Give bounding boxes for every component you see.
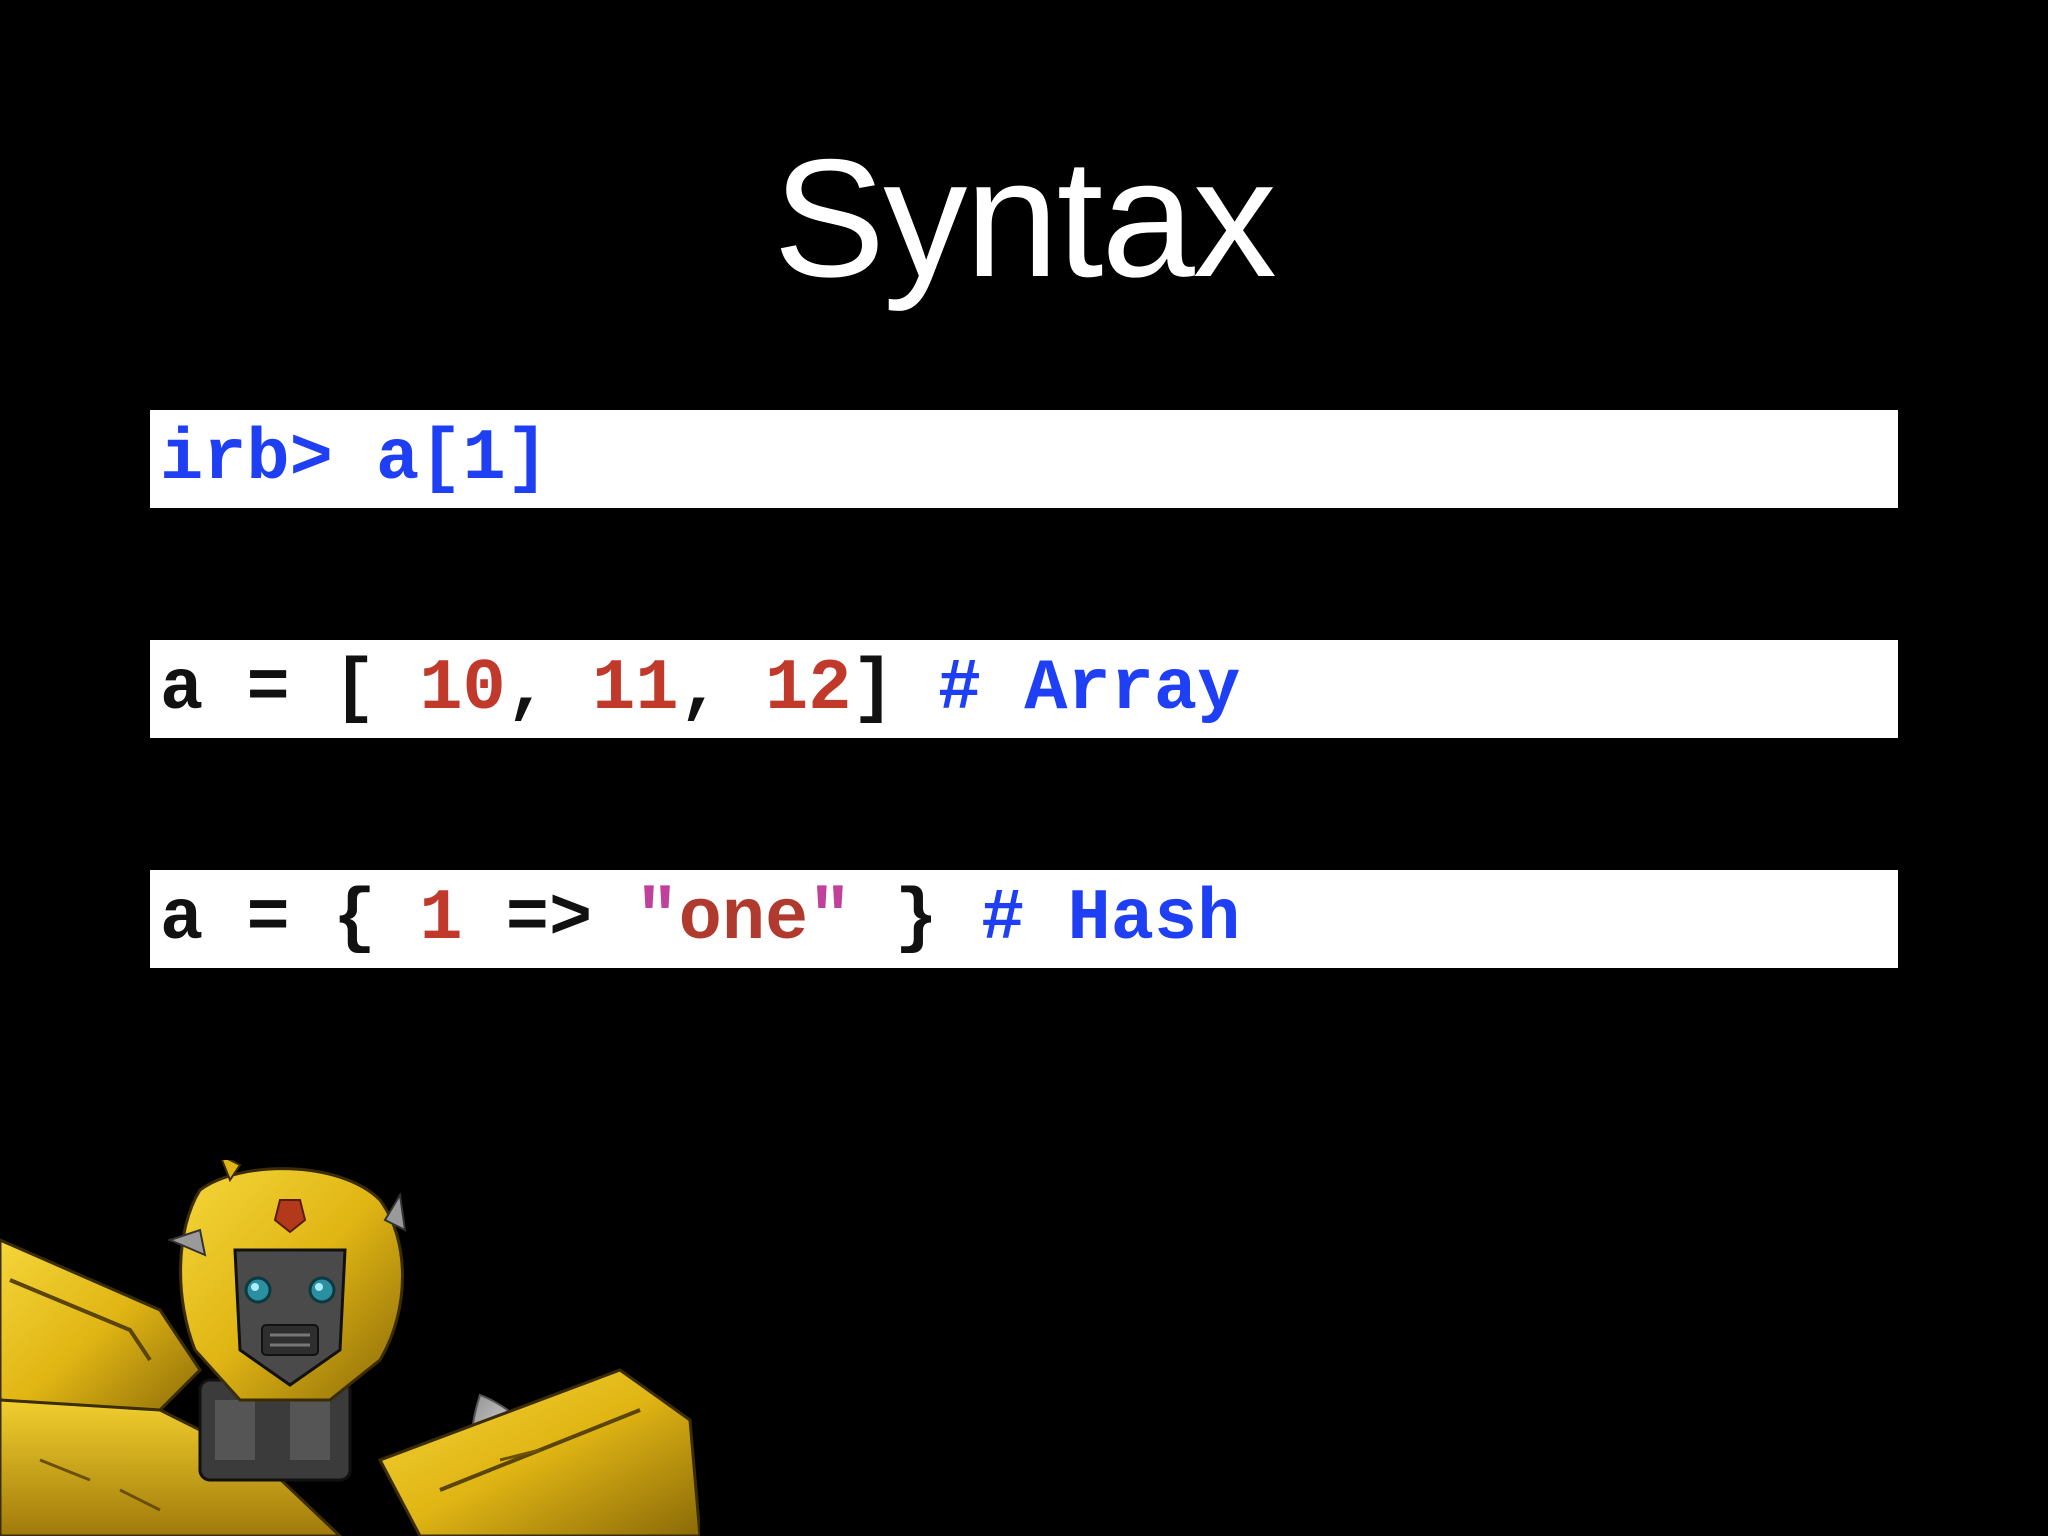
left-antenna [220, 1160, 242, 1183]
left-eye [244, 1276, 272, 1304]
hash-var: a [160, 878, 204, 960]
array-comma-1: , [505, 648, 549, 730]
array-eq: = [246, 648, 290, 730]
right-shoulder [377, 1368, 700, 1536]
hash-eq: = [246, 878, 290, 960]
torso [0, 1398, 343, 1536]
hash-arrow: => [505, 878, 593, 960]
irb-expression: a[1] [376, 418, 549, 500]
code-line-array: a = [ 10, 11, 12] # Array [150, 640, 1898, 738]
array-close-bracket: ] [851, 648, 895, 730]
hash-quote-close: " [808, 878, 852, 960]
hash-comment: # Hash [981, 878, 1241, 960]
array-value-3: 12 [765, 648, 852, 730]
irb-prompt: irb> [160, 418, 333, 500]
bumblebee-robot-illustration [0, 1160, 700, 1536]
hash-close-brace: } [894, 878, 938, 960]
mouth-plate [261, 1324, 319, 1356]
code-line-hash: a = { 1 => "one" } # Hash [150, 870, 1898, 968]
slide-title: Syntax [773, 124, 1277, 312]
right-antenna [383, 1192, 407, 1232]
autobot-badge-icon [273, 1199, 307, 1234]
array-comment: # Array [937, 648, 1241, 730]
hash-quote-open: " [635, 878, 679, 960]
array-value-2: 11 [592, 648, 679, 730]
array-value-1: 10 [419, 648, 506, 730]
hash-key: 1 [419, 878, 463, 960]
array-var: a [160, 648, 204, 730]
array-open-bracket: [ [332, 648, 377, 730]
hash-string-value: one [678, 878, 809, 960]
left-wing [0, 1238, 202, 1422]
hash-open-brace: { [332, 878, 377, 960]
array-comma-2: , [678, 648, 722, 730]
right-eye [308, 1276, 336, 1304]
code-line-irb: irb> a[1] [150, 410, 1898, 508]
